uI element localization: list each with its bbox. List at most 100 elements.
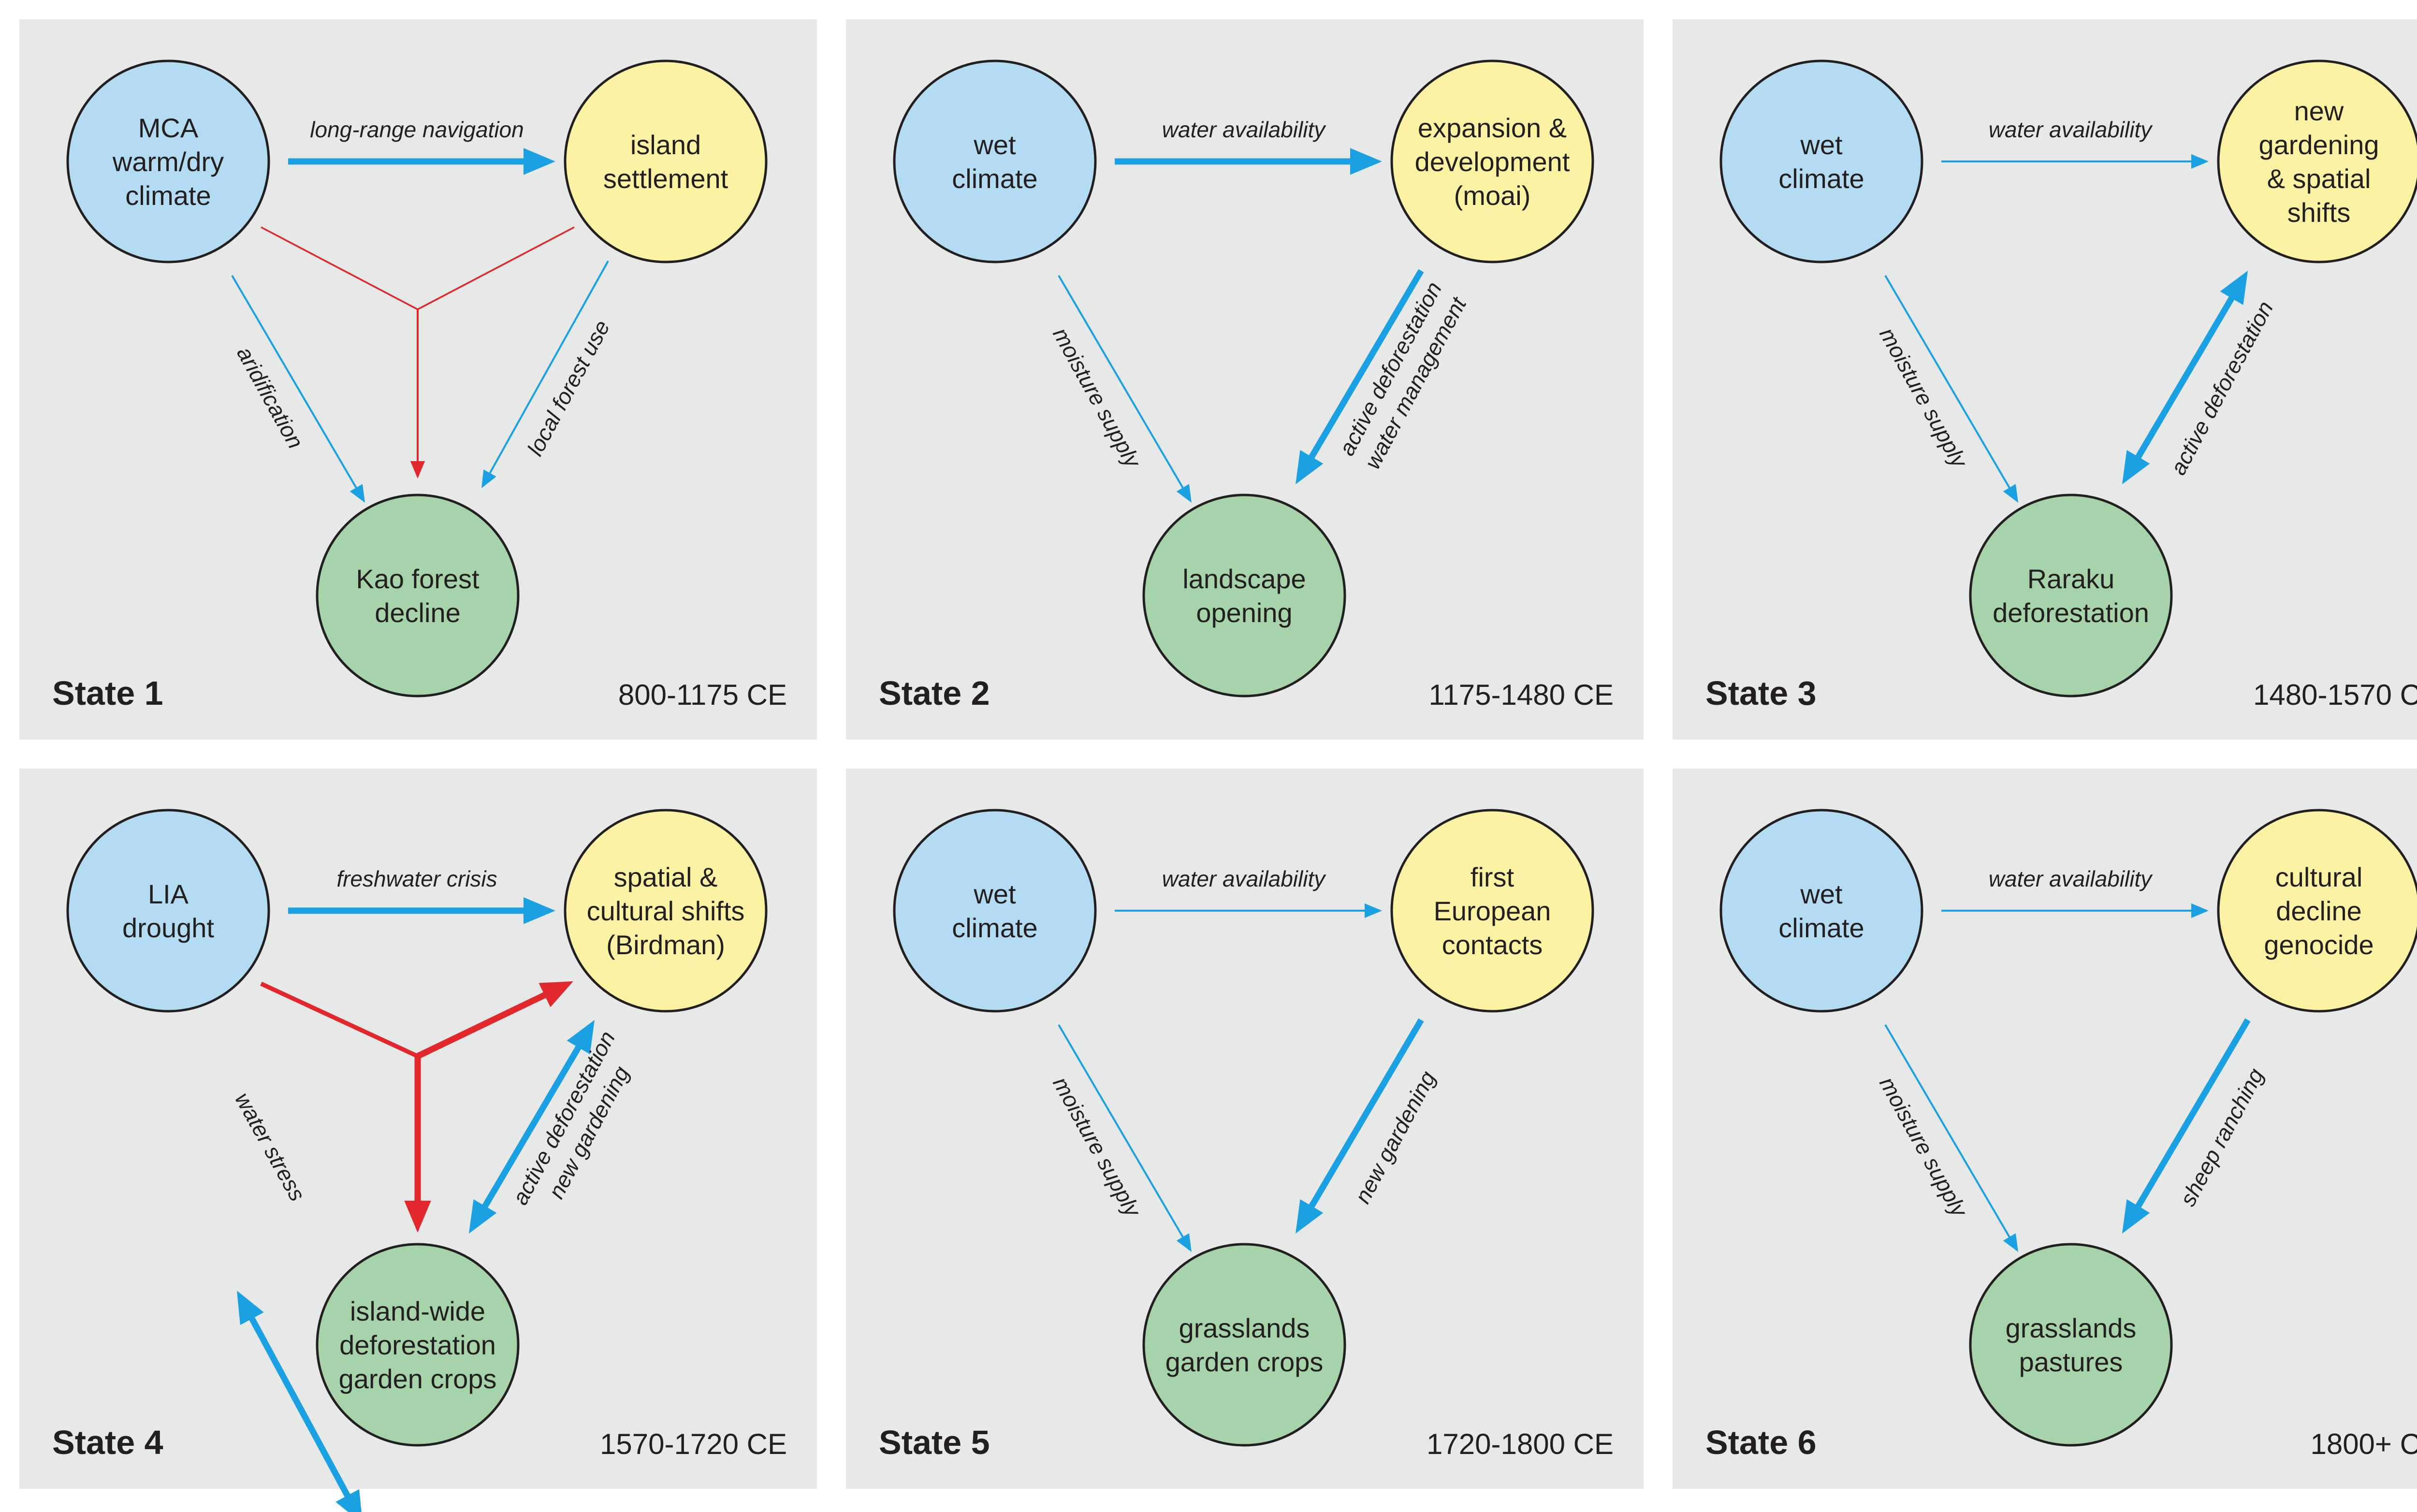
climate-node-label-line: drought (122, 913, 214, 943)
arrow-climate-to-environment-head (349, 484, 365, 503)
red-arrow-to-environment-head (404, 1201, 431, 1233)
arrow-climate-to-environment-head (1176, 1233, 1192, 1252)
climate-node: LIA drought (66, 809, 270, 1013)
arrow-climate-to-human (288, 148, 555, 175)
human-node-label-line: new (2294, 96, 2344, 126)
arrow-human-to-environment-head (2122, 1199, 2150, 1234)
arrow-human-to-environment-shaft (488, 261, 609, 476)
arrow-human-to-environment (2122, 271, 2248, 484)
environment-node-circle (316, 494, 520, 698)
red-arrow-to-human-head (539, 981, 573, 1007)
arrow-human-to-environment (1296, 269, 1424, 484)
human-node-label-line: genocide (2264, 930, 2373, 960)
human-node-label-line: cultural shifts (587, 896, 745, 926)
label-human-to-environment: sheep ranching (2175, 1064, 2269, 1210)
arrow-climate-to-human-head (524, 148, 555, 175)
arrow-human-to-environment-tail-head (2220, 271, 2248, 305)
climate-node-circle (1719, 809, 1923, 1013)
state-period: 1175-1480 CE (1429, 679, 1614, 711)
state-title: State 3 (1705, 674, 1817, 712)
human-node-label-line: development (1415, 146, 1570, 177)
label-climate-to-human: long-range navigation (310, 117, 524, 142)
red-arrow-to-environment (404, 1056, 431, 1233)
human-node-label-line: settlement (603, 163, 728, 194)
human-node-label-line: first (1471, 862, 1514, 892)
climate-node-label-line: climate (1778, 913, 1864, 943)
arrow-climate-to-environment (1058, 275, 1192, 503)
climate-node-label-line: LIA (148, 879, 189, 909)
human-node-label-line: (moai) (1454, 180, 1531, 211)
arrow-climate-to-environment-shaft (247, 1313, 353, 1501)
environment-node: grasslands pastures (1969, 1243, 2173, 1447)
arrow-human-to-environment-head (1296, 450, 1324, 484)
red-arrow-to-human-shaft (416, 990, 551, 1059)
arrow-climate-to-environment (237, 1291, 362, 1512)
label-climate-to-human: water availability (1162, 866, 1326, 891)
label-climate-to-human: water availability (1162, 117, 1326, 142)
human-node-circle (1390, 809, 1594, 1013)
state-title: State 5 (879, 1424, 990, 1461)
environment-node-circle (1969, 1243, 2173, 1447)
human-node-label-line: cultural (2275, 862, 2363, 892)
environment-node-label-line: opening (1196, 597, 1292, 628)
arrow-human-to-environment-shaft (1306, 269, 1424, 463)
label-climate-to-environment: moisture supply (1875, 1073, 1973, 1222)
environment-node-label-line: garden crops (1165, 1347, 1324, 1377)
human-node-label-line: contacts (1442, 930, 1543, 960)
arrow-climate-to-environment-shaft (231, 275, 359, 491)
arrow-human-to-environment (481, 261, 609, 488)
arrow-human-to-environment-head (2122, 450, 2150, 484)
label-climate-to-environment: moisture supply (1875, 323, 1973, 473)
climate-node-circle (66, 809, 270, 1013)
environment-node-label-line: landscape (1182, 564, 1306, 594)
environment-node-label-line: garden crops (339, 1364, 497, 1394)
environment-node-label-line: grasslands (1179, 1313, 1310, 1343)
arrow-climate-to-environment-head (1176, 484, 1192, 503)
environment-node-label-line: island-wide (350, 1296, 485, 1326)
environment-node-circle (316, 1243, 520, 1447)
arrow-climate-to-environment (1884, 1024, 2018, 1252)
climate-node-label-line: climate (1778, 163, 1864, 194)
human-node-label-line: expansion & (1418, 113, 1567, 143)
red-arrow-to-human (416, 981, 573, 1059)
climate-node-label-line: climate (952, 163, 1037, 194)
climate-node-label-line: warm/dry (112, 146, 224, 177)
state-title: State 1 (52, 674, 163, 712)
label-climate-to-environment: aridification (232, 342, 308, 453)
state-period: 1720-1800 CE (1427, 1428, 1614, 1460)
arrow-human-to-environment (469, 1020, 595, 1234)
environment-node-circle (1969, 494, 2173, 698)
human-node-label-line: European (1434, 896, 1551, 926)
label-human-to-environment: local forest use (522, 316, 614, 460)
environment-node-label-line: decline (375, 597, 460, 628)
arrow-climate-to-human (1941, 903, 2209, 918)
human-node-circle (2217, 809, 2417, 1013)
arrow-climate-to-environment-head (2003, 1233, 2018, 1252)
state-period: 1570-1720 CE (600, 1428, 787, 1460)
environment-node-label-line: pastures (2019, 1347, 2123, 1377)
arrow-human-to-environment-shaft (2133, 1018, 2251, 1212)
arrow-human-to-environment-head (481, 469, 496, 488)
arrow-climate-to-environment-shaft (1058, 1024, 1185, 1240)
red-arrow-to-environment (410, 309, 425, 479)
human-node-label-line: (Birdman) (606, 930, 725, 960)
environment-node-label-line: grasslands (2006, 1313, 2137, 1343)
label-human-to-environment: new gardening (1350, 1067, 1441, 1207)
environment-node-circle (1142, 1243, 1346, 1447)
human-node-label-line: gardening (2258, 130, 2379, 160)
